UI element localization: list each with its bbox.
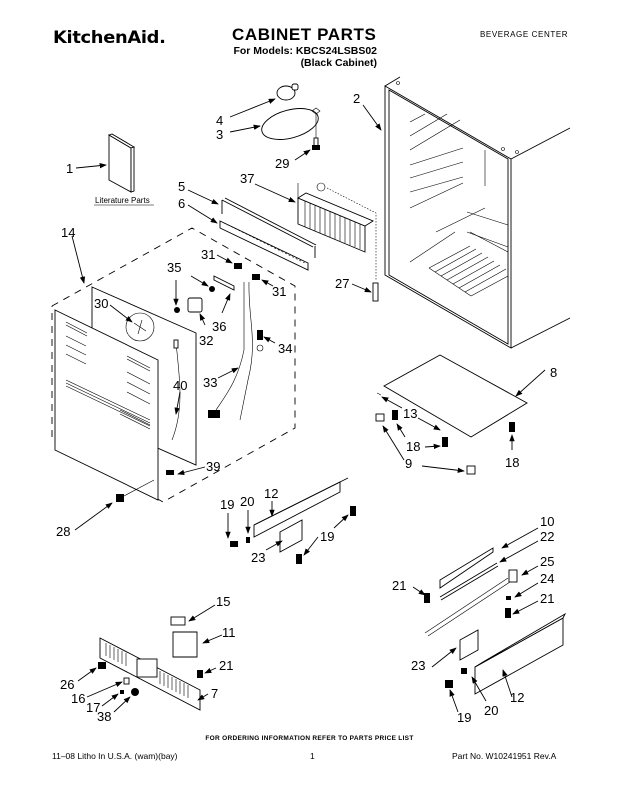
callout-28: 28 <box>56 524 70 539</box>
callout-19a: 19 <box>220 497 234 512</box>
models-line: For Models: KBCS24LSBS02 <box>233 45 377 57</box>
light-shield: 3 <box>216 107 321 142</box>
leveling-leg-9: 9 <box>375 413 476 475</box>
variant-line: (Black Cabinet) <box>300 57 377 69</box>
callout-30: 30 <box>94 296 108 311</box>
callout-34: 34 <box>278 341 292 356</box>
callout-24: 24 <box>540 571 554 586</box>
callout-25: 25 <box>540 554 554 569</box>
thermistor: 27 <box>326 187 379 302</box>
model-info: For Models: KBCS24LSBS02 (Black Cabinet) <box>232 45 377 69</box>
callout-8: 8 <box>550 365 557 380</box>
screw-31-upper: 31 <box>201 247 242 269</box>
callout-13: 13 <box>403 406 417 421</box>
cabinet-liner: 2 <box>353 76 571 349</box>
toe-grille-assembly: 15 11 21 7 26 16 17 38 <box>60 594 236 724</box>
callout-33: 33 <box>203 375 217 390</box>
callout-32: 32 <box>199 333 213 348</box>
wire-harness-33: 33 <box>203 281 253 421</box>
callout-21a: 21 <box>392 578 406 593</box>
bracket-36: 36 <box>212 275 235 334</box>
literature-caption: Literature Parts <box>95 196 150 205</box>
callout-20a: 20 <box>240 494 254 509</box>
callout-1: 1 <box>66 161 73 176</box>
part-number: Part No. W10241951 Rev.A <box>452 751 557 761</box>
callout-16: 16 <box>71 691 85 706</box>
print-info: 11–08 Litho In U.S.A. (wam)(bay) <box>52 751 178 761</box>
callout-9: 9 <box>405 456 412 471</box>
screw-13: 13 <box>376 392 441 431</box>
callout-7: 7 <box>211 686 218 701</box>
light-strip: 6 <box>178 196 309 271</box>
callout-37: 37 <box>240 171 254 186</box>
callout-6: 6 <box>178 196 185 211</box>
brand-logo: KitchenAid. <box>53 28 166 48</box>
product-category: BEVERAGE CENTER <box>480 30 569 39</box>
base-rail-left: 12 19 20 23 19 <box>220 477 356 565</box>
callout-3: 3 <box>216 127 223 142</box>
callout-15: 15 <box>216 594 230 609</box>
callout-20b: 20 <box>484 703 498 718</box>
callout-35: 35 <box>167 260 181 275</box>
callout-22: 22 <box>540 529 554 544</box>
callout-18a: 18 <box>406 439 420 454</box>
light-bulb: 4 <box>216 83 299 128</box>
callout-23a: 23 <box>251 550 265 565</box>
base-rail-right: 10 22 25 24 21 21 23 20 19 12 <box>392 514 567 725</box>
front-panel <box>54 309 159 501</box>
bottom-cover-plate: 8 <box>383 354 557 438</box>
screw-34: 34 <box>256 330 292 356</box>
callout-19b: 19 <box>320 529 334 544</box>
nut-35: 35 <box>167 260 215 313</box>
callout-4: 4 <box>216 113 223 128</box>
support-rod: 5 <box>178 179 317 258</box>
callout-10: 10 <box>540 514 554 529</box>
callout-23b: 23 <box>411 658 425 673</box>
callout-31a: 31 <box>201 247 215 262</box>
back-panel-assembly: 14 <box>51 225 296 503</box>
ordering-note: FOR ORDERING INFORMATION REFER TO PARTS … <box>205 735 414 742</box>
callout-12b: 12 <box>510 690 524 705</box>
callout-38: 38 <box>97 709 111 724</box>
callout-36: 36 <box>212 319 226 334</box>
callout-12a: 12 <box>264 486 278 501</box>
screw-28: 28 <box>56 479 155 539</box>
callout-18b: 18 <box>505 455 519 470</box>
callout-11: 11 <box>222 625 236 640</box>
callout-2: 2 <box>353 91 360 106</box>
callout-21c: 21 <box>219 658 233 673</box>
wire-harness-40: 40 <box>171 339 187 441</box>
callout-19c: 19 <box>457 710 471 725</box>
evaporator: 37 <box>240 171 374 253</box>
callout-17: 17 <box>86 700 100 715</box>
callout-31b: 31 <box>272 284 286 299</box>
callout-5: 5 <box>178 179 185 194</box>
page-title: CABINET PARTS <box>232 25 377 44</box>
callout-26: 26 <box>60 677 74 692</box>
screw-18: 18 18 <box>392 410 519 470</box>
page-number: 1 <box>310 751 315 761</box>
callout-14: 14 <box>61 225 75 240</box>
literature-booklet: 1 Literature Parts <box>66 133 154 206</box>
fan-motor-32: 32 <box>187 297 213 348</box>
screw-29: 29 <box>275 137 320 171</box>
screw-31-lower: 31 <box>252 274 286 299</box>
callout-29: 29 <box>275 156 289 171</box>
callout-40: 40 <box>173 378 187 393</box>
callout-27: 27 <box>335 276 349 291</box>
callout-21b: 21 <box>540 591 554 606</box>
connector-39: 39 <box>166 459 220 476</box>
callout-39: 39 <box>206 459 220 474</box>
